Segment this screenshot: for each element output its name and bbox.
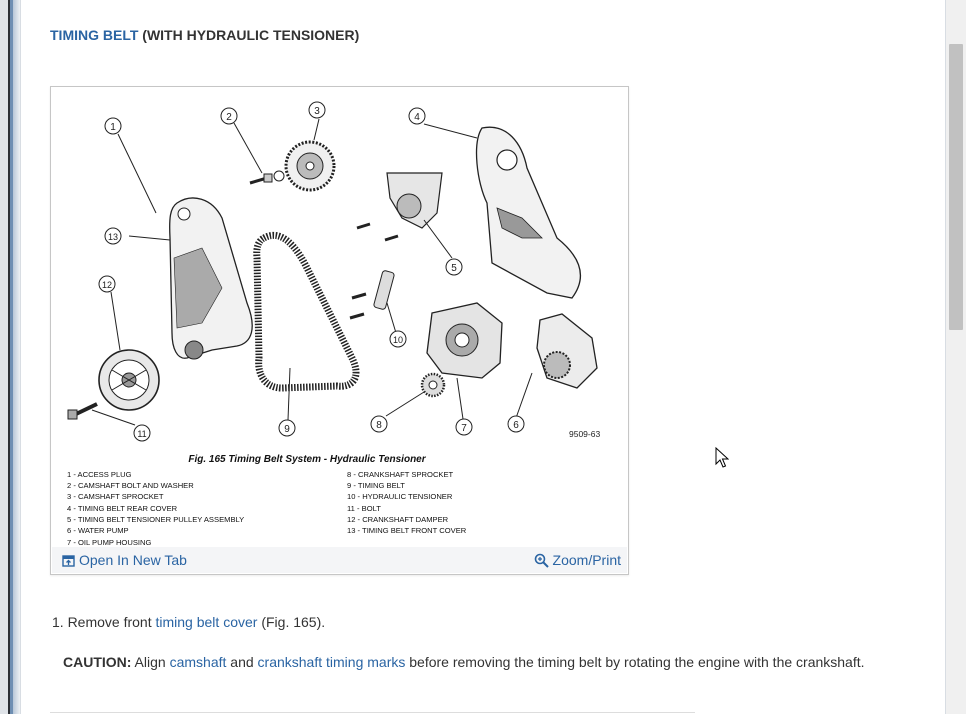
- scrollbar-thumb[interactable]: [949, 44, 963, 330]
- callout-11: 11: [133, 424, 151, 442]
- svg-text:2: 2: [226, 112, 232, 123]
- caution-note: CAUTION: Align camshaft and crankshaft t…: [63, 654, 865, 670]
- timing-belt-cover-link[interactable]: timing belt cover: [155, 614, 258, 630]
- svg-text:6: 6: [513, 420, 519, 431]
- callout-12: 12: [98, 275, 116, 293]
- callout-13: 13: [104, 227, 122, 245]
- svg-text:8: 8: [376, 420, 382, 431]
- svg-text:7: 7: [461, 423, 467, 434]
- title-rest: (WITH HYDRAULIC TENSIONER): [138, 27, 360, 43]
- crankshaft-timing-marks-link[interactable]: crankshaft timing marks: [257, 654, 406, 670]
- page-title: TIMING BELT (WITH HYDRAULIC TENSIONER): [50, 27, 359, 43]
- svg-text:11: 11: [137, 429, 146, 439]
- document-content: TIMING BELT (WITH HYDRAULIC TENSIONER): [20, 0, 946, 714]
- legend-item: 11 - BOLT: [347, 504, 381, 513]
- legend-item: 6 - WATER PUMP: [67, 526, 129, 535]
- svg-text:9: 9: [284, 424, 290, 435]
- svg-text:3: 3: [314, 106, 320, 117]
- callout-3: 3: [308, 101, 326, 119]
- legend-item: 4 - TIMING BELT REAR COVER: [67, 504, 178, 513]
- zoom-icon: [534, 553, 549, 568]
- legend-item: 3 - CAMSHAFT SPROCKET: [67, 492, 164, 501]
- figure-165: 1 2 3 4 5 6 7 8 9 10 11 12 13 9509-63 Fi…: [50, 86, 629, 575]
- open-new-tab-label: Open In New Tab: [79, 552, 187, 568]
- caution-text: Align: [131, 654, 170, 670]
- callout-8: 8: [370, 415, 388, 433]
- caution-label: CAUTION:: [63, 654, 132, 670]
- legend-item: 9 - TIMING BELT: [347, 481, 405, 490]
- callout-10: 10: [389, 330, 407, 348]
- caution-text: before removing the timing belt by rotat…: [405, 654, 865, 670]
- section-divider: [50, 712, 695, 713]
- camshaft-link[interactable]: camshaft: [169, 654, 227, 670]
- legend-item: 13 - TIMING BELT FRONT COVER: [347, 526, 467, 535]
- svg-text:4: 4: [414, 112, 420, 123]
- open-new-tab-button[interactable]: Open In New Tab: [62, 552, 187, 568]
- step-1-suffix: (Fig. 165).: [257, 614, 326, 630]
- callout-7: 7: [455, 418, 473, 436]
- svg-text:10: 10: [393, 335, 403, 345]
- callout-4: 4: [408, 107, 426, 125]
- open-new-tab-icon: [62, 554, 75, 567]
- caution-text: and: [226, 654, 258, 670]
- callout-5: 5: [445, 258, 463, 276]
- callout-1: 1: [104, 117, 122, 135]
- legend-item: 5 - TIMING BELT TENSIONER PULLEY ASSEMBL…: [67, 515, 244, 524]
- legend-item: 2 - CAMSHAFT BOLT AND WASHER: [67, 481, 194, 490]
- legend-item: 7 - OIL PUMP HOUSING: [67, 538, 151, 547]
- zoom-print-label: Zoom/Print: [552, 552, 621, 568]
- svg-text:13: 13: [108, 232, 118, 242]
- mouse-cursor-icon: [715, 447, 729, 468]
- legend-item: 1 - ACCESS PLUG: [67, 470, 132, 479]
- rear-cover-drawing: [475, 126, 581, 299]
- zoom-print-button[interactable]: Zoom/Print: [534, 552, 621, 568]
- timing-belt-diagram: 1 2 3 4 5 6 7 8 9 10 11 12 13 9509-63 Fi…: [67, 101, 600, 547]
- figure-toolbar: Open In New Tab Zoom/Print: [52, 547, 627, 573]
- callout-6: 6: [507, 415, 525, 433]
- svg-text:12: 12: [102, 280, 112, 290]
- window-left-edge: [0, 0, 20, 714]
- callout-9: 9: [278, 419, 296, 437]
- figure-caption: Fig. 165 Timing Belt System - Hydraulic …: [188, 454, 426, 465]
- callout-2: 2: [220, 107, 238, 125]
- step-1-text: 1. Remove front: [52, 614, 156, 630]
- svg-text:5: 5: [451, 263, 457, 274]
- step-1: 1. Remove front timing belt cover (Fig. …: [52, 614, 325, 630]
- timing-belt-link[interactable]: TIMING BELT: [50, 27, 139, 43]
- legend-item: 10 - HYDRAULIC TENSIONER: [347, 492, 453, 501]
- vertical-scrollbar[interactable]: [946, 0, 966, 714]
- legend-item: 8 - CRANKSHAFT SPROCKET: [347, 470, 454, 479]
- legend-item: 12 - CRANKSHAFT DAMPER: [347, 515, 449, 524]
- timing-belt-drawing: [253, 231, 360, 392]
- figure-ref-code: 9509-63: [569, 429, 600, 439]
- svg-text:1: 1: [110, 122, 116, 133]
